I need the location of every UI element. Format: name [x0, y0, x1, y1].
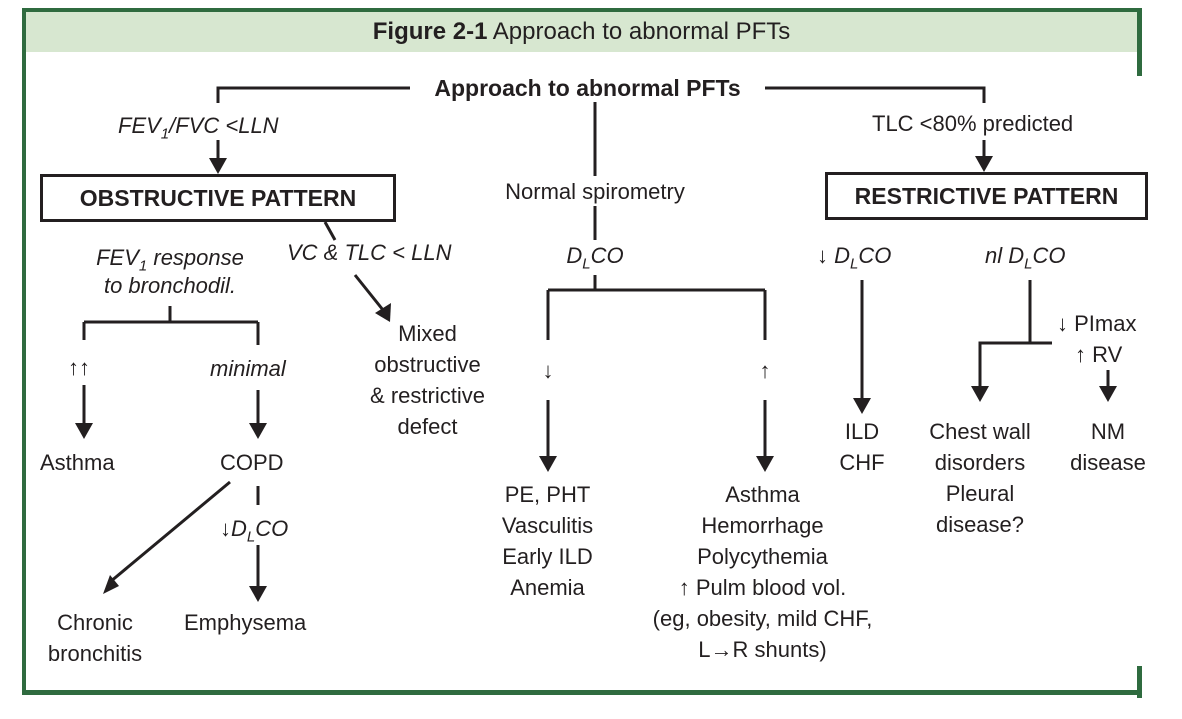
nm-disease-node: NM disease: [1058, 416, 1158, 478]
mixed-defect: Mixed obstructive & restrictive defect: [345, 318, 510, 442]
middle-up-arrow: ↑: [759, 358, 771, 383]
figure-header: [26, 12, 1137, 52]
asthma-node: Asthma: [40, 450, 115, 475]
middle-down-arrow: ↓: [542, 358, 554, 383]
chest-line: Pleural: [945, 481, 1015, 506]
resp-sub: 1: [138, 257, 148, 275]
minimal-response: minimal: [210, 356, 286, 381]
chest-wall-node: Chest wall disorders Pleural disease?: [905, 416, 1055, 540]
ild-line: ILD: [844, 419, 880, 444]
copd-to-chronic-line: [109, 480, 231, 584]
copd-d: ↓D: [220, 516, 247, 541]
low-co: CO: [858, 243, 892, 268]
up-item: L→R shunts): [698, 637, 827, 662]
nl-co: CO: [1032, 243, 1066, 268]
frame-edge-top: [1137, 8, 1142, 76]
figure-caption: Approach to abnormal PFTs: [492, 18, 791, 45]
frame-edge-bottom: [1137, 666, 1142, 698]
frame-bottom-edge: [22, 690, 1142, 695]
chest-line: disease?: [935, 512, 1025, 537]
chest-line: disorders: [934, 450, 1026, 475]
figure-label: Figure 2-1: [372, 18, 488, 45]
up-item: (eg, obesity, mild CHF,: [652, 606, 873, 631]
obstructive-condition: FEV1/FVC <LLN: [118, 110, 279, 141]
dlco-co: CO: [590, 243, 624, 268]
resp-fev: FEV: [96, 245, 139, 270]
resp-rest: response: [147, 245, 244, 270]
up-item: ↑ Pulm blood vol.: [678, 575, 847, 600]
dlco-sub: L: [582, 255, 591, 273]
root-to-obstructive-line: [216, 86, 410, 103]
dlco-d: D: [566, 243, 583, 268]
mixed-line: defect: [397, 414, 458, 439]
obstructive-pattern-box: OBSTRUCTIVE PATTERN: [40, 174, 396, 222]
nl-sub: L: [1024, 255, 1033, 273]
mixed-line: Mixed: [398, 321, 457, 346]
nl-d: nl D: [985, 243, 1025, 268]
figure-frame: [22, 8, 1142, 694]
nm-line: NM: [1090, 419, 1126, 444]
nm-line: disease: [1070, 450, 1146, 475]
pimax-label: ↓ PImax: [1057, 311, 1137, 336]
cond-fev: FEV: [118, 113, 161, 138]
restrictive-condition: TLC <80% predicted: [872, 111, 1074, 136]
middle-dlco: DLCO: [545, 240, 645, 271]
nl-dlco: nl DLCO: [985, 240, 1065, 271]
copd-sub: L: [246, 528, 256, 546]
chf-line: CHF: [839, 450, 885, 475]
vc-tlc-condition: VC & TLC < LLN: [287, 240, 452, 265]
chest-line: Chest wall: [929, 419, 1031, 444]
up-dlco-list: Asthma Hemorrhage Polycythemia ↑ Pulm bl…: [625, 479, 900, 665]
rv-label: ↑ RV: [1075, 342, 1123, 367]
down-item: Anemia: [510, 575, 585, 600]
chronic-line: bronchitis: [47, 641, 143, 666]
to-chest-line: [978, 341, 1030, 388]
figure-title: Figure 2-1 Approach to abnormal PFTs: [26, 12, 1137, 52]
low-sub: L: [850, 255, 859, 273]
response-line2: to bronchodil.: [103, 273, 237, 298]
cond-rest: /FVC <LLN: [169, 113, 279, 138]
down-item: Vasculitis: [501, 513, 594, 538]
restrictive-pattern-box: RESTRICTIVE PATTERN: [825, 172, 1148, 220]
ild-chf-node: ILD CHF: [832, 416, 892, 478]
up-item: Asthma: [725, 482, 800, 507]
copd-node: COPD: [220, 450, 284, 475]
copd-co: CO: [255, 516, 289, 541]
copd-dlco: ↓DLCO: [220, 513, 288, 544]
low-dlco: ↓ DLCO: [817, 240, 891, 271]
down-item: PE, PHT: [504, 482, 591, 507]
vc-arrow-line: [353, 274, 385, 311]
chronic-bronchitis: Chronic bronchitis: [30, 607, 160, 669]
cond-sub: 1: [160, 125, 170, 143]
response-line1: FEV1 response: [70, 244, 270, 275]
mixed-line: & restrictive: [370, 383, 485, 408]
emphysema-node: Emphysema: [184, 610, 307, 635]
large-response: ↑↑: [68, 355, 90, 380]
mixed-line: obstructive: [374, 352, 481, 377]
root-to-restrictive-line: [765, 86, 986, 103]
normal-spirometry: Normal spirometry: [505, 179, 685, 204]
vc-line-1: [323, 221, 337, 241]
bronchodilator-response: FEV1 response to bronchodil.: [70, 244, 270, 300]
up-item: Hemorrhage: [701, 513, 824, 538]
down-dlco-list: PE, PHT Vasculitis Early ILD Anemia: [470, 479, 625, 603]
chronic-line: Chronic: [57, 610, 133, 635]
root-node: Approach to abnormal PFTs: [434, 75, 741, 101]
up-item: Polycythemia: [697, 544, 828, 569]
low-d: ↓ D: [817, 243, 850, 268]
down-item: Early ILD: [502, 544, 593, 569]
